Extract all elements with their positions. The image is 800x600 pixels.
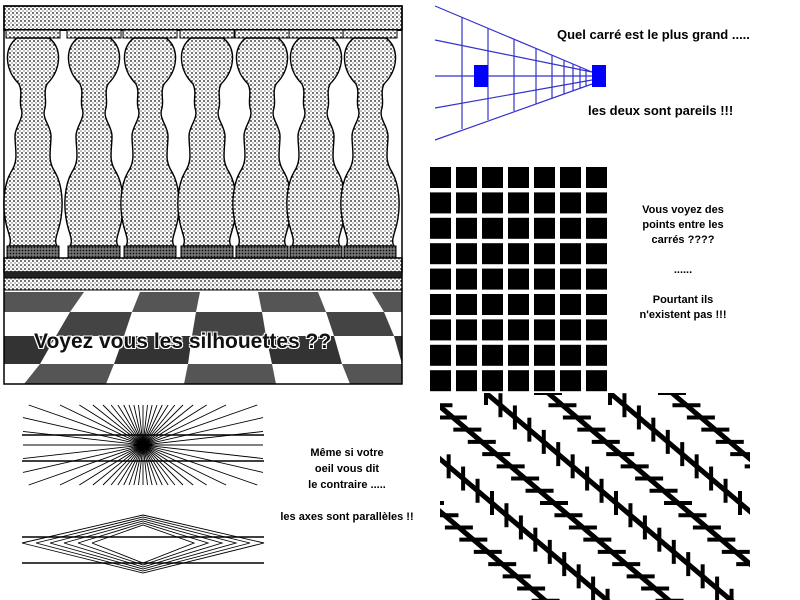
- grid-square: [534, 344, 555, 366]
- caption-line: les axes sont parallèles !!: [280, 511, 414, 523]
- grid-square: [508, 319, 529, 341]
- grid-square: [560, 217, 581, 239]
- grid-square: [586, 243, 607, 265]
- grid-square: [586, 192, 607, 214]
- grid-square: [508, 344, 529, 366]
- grid-square: [508, 294, 529, 315]
- grid-square: [508, 192, 529, 214]
- grid-square: [508, 268, 529, 290]
- squares-question: Quel carré est le plus grand .....: [557, 27, 750, 42]
- caption-line: le contraire .....: [308, 479, 386, 491]
- checker-floor: [4, 292, 402, 384]
- caption-line: n'existent pas !!!: [639, 309, 727, 321]
- zollner-lines: [440, 393, 750, 600]
- hermann-grid-panel: Vous voyez des points entre les carrés ?…: [428, 165, 800, 395]
- caption-line: Vous voyez des: [642, 204, 724, 216]
- hermann-grid-caption: Vous voyez des points entre les carrés ?…: [618, 203, 748, 323]
- grid-square: [534, 217, 555, 239]
- grid-square: [586, 294, 607, 315]
- grid-square: [430, 217, 451, 239]
- grid-square: [534, 268, 555, 290]
- caption-line: carrés ????: [651, 234, 715, 246]
- caption-line: ......: [673, 264, 693, 276]
- grid-square: [456, 217, 477, 239]
- grid-square: [430, 319, 451, 341]
- grid-square: [534, 370, 555, 392]
- caption-line: Même si votre: [310, 447, 384, 459]
- hermann-grid: [430, 167, 607, 392]
- grid-square: [456, 370, 477, 392]
- grid-squares: [430, 167, 607, 392]
- grid-square: [560, 243, 581, 265]
- grid-square: [508, 370, 529, 392]
- grid-square: [456, 192, 477, 214]
- grid-square: [430, 370, 451, 392]
- grid-square: [482, 344, 503, 366]
- grid-square: [482, 192, 503, 214]
- grid-square: [508, 217, 529, 239]
- grid-square: [430, 344, 451, 366]
- grid-square: [508, 243, 529, 265]
- grid-square: [482, 217, 503, 239]
- grid-square: [560, 344, 581, 366]
- parallel-lines-panel: Même si votre oeil vous dit le contraire…: [0, 395, 440, 600]
- grid-square: [560, 370, 581, 392]
- grid-square: [560, 167, 581, 188]
- caption-line: [262, 493, 432, 509]
- grid-square: [456, 243, 477, 265]
- grid-square: [430, 268, 451, 290]
- grid-square: [482, 370, 503, 392]
- grid-square: [482, 268, 503, 290]
- grid-square: [534, 243, 555, 265]
- grid-square: [482, 319, 503, 341]
- grid-square: [430, 192, 451, 214]
- caption-line: oeil vous dit: [314, 463, 380, 475]
- caption-line: points entre les: [642, 219, 724, 231]
- grid-square: [456, 167, 477, 188]
- grid-square: [534, 294, 555, 315]
- caption-line: Pourtant ils: [652, 294, 714, 306]
- parallel-lines-caption: Même si votre oeil vous dit le contraire…: [262, 445, 432, 525]
- squares-answer: les deux sont pareils !!!: [588, 103, 734, 118]
- grid-square: [456, 268, 477, 290]
- zollner-illusion-panel: [440, 393, 750, 600]
- grid-square: [586, 344, 607, 366]
- grid-square: [560, 319, 581, 341]
- grid-square: [482, 167, 503, 188]
- grid-square: [560, 192, 581, 214]
- grid-square: [482, 294, 503, 315]
- grid-square: [534, 319, 555, 341]
- grid-square: [430, 243, 451, 265]
- grid-square: [534, 167, 555, 188]
- baluster-illusion-panel: Voyez vous les silhouettes ??: [0, 0, 406, 388]
- grid-square: [560, 268, 581, 290]
- grid-square: [430, 294, 451, 315]
- radiating-lines: [22, 404, 264, 486]
- grid-square: [560, 294, 581, 315]
- baluster-illusion-drawing: [0, 0, 406, 388]
- grid-square: [586, 268, 607, 290]
- parallel-lines-drawing: [21, 404, 265, 574]
- zollner-drawing: [440, 393, 750, 600]
- grid-square: [456, 344, 477, 366]
- grid-square: [456, 319, 477, 341]
- grid-square: [534, 192, 555, 214]
- diamond-lines: [21, 514, 265, 574]
- perspective-squares-panel: Quel carré est le plus grand ..... les d…: [430, 0, 800, 150]
- grid-square: [508, 167, 529, 188]
- grid-square: [456, 294, 477, 315]
- grid-square: [586, 167, 607, 188]
- grid-square: [430, 167, 451, 188]
- grid-square: [586, 370, 607, 392]
- grid-square: [586, 319, 607, 341]
- grid-square: [482, 243, 503, 265]
- grid-square: [586, 217, 607, 239]
- silhouettes-caption: Voyez vous les silhouettes ??: [34, 330, 332, 353]
- perspective-squares-drawing: [434, 5, 606, 141]
